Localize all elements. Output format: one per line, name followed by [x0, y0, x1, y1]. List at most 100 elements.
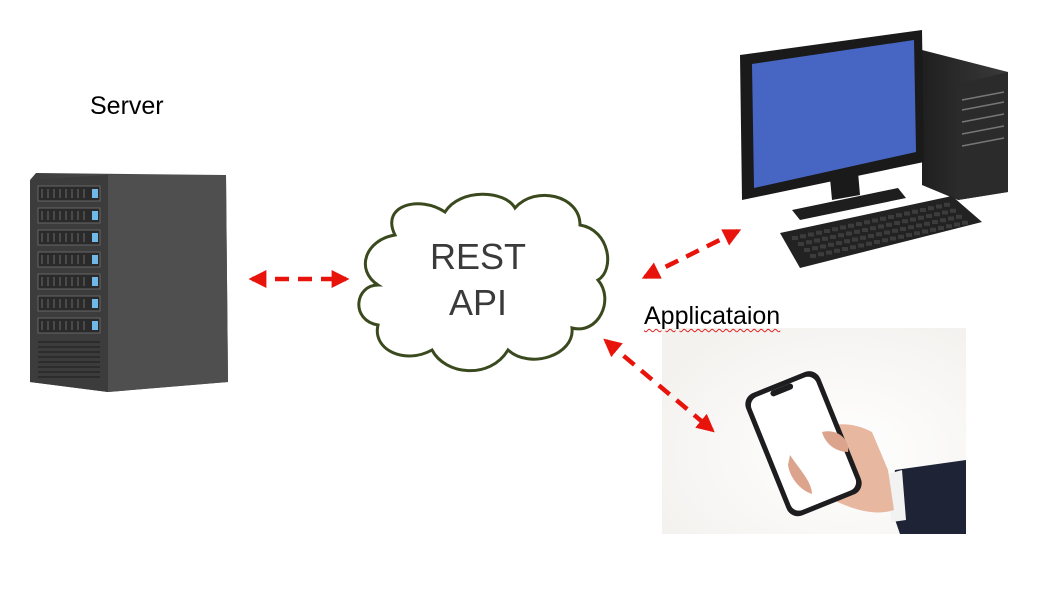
keyboard-key [806, 240, 812, 245]
drive-bay [37, 273, 101, 290]
cloud-icon [357, 192, 610, 373]
keyboard-key [946, 224, 952, 229]
keyboard-key [882, 238, 888, 243]
keyboard-key [914, 231, 920, 236]
keyboard-key [848, 223, 854, 228]
keyboard-key [810, 254, 816, 258]
keyboard-key [844, 239, 850, 244]
keyboard-key [880, 216, 886, 221]
drive-bay [37, 185, 101, 202]
keyboard-key [906, 233, 912, 237]
keyboard-key [892, 228, 898, 233]
keyboard-key [818, 252, 824, 257]
keyboard-key [832, 227, 838, 232]
keyboard-key [908, 225, 914, 230]
keyboard-key [962, 220, 968, 225]
led-indicator [92, 277, 98, 286]
keyboard-key [934, 212, 940, 217]
keyboard-key [948, 216, 954, 221]
keyboard-key [824, 229, 830, 233]
keyboard-key [862, 228, 868, 232]
keyboard-key [936, 204, 942, 209]
arrow-api-desktop [641, 228, 742, 280]
led-indicator [92, 233, 98, 242]
keyboard-key [808, 232, 814, 237]
led-indicator [92, 255, 98, 264]
keyboard-key [922, 229, 928, 234]
keyboard-key [826, 250, 832, 255]
keyboard-key [804, 248, 810, 252]
led-indicator [92, 211, 98, 220]
keyboard-key [932, 220, 938, 224]
led-indicator [92, 321, 98, 330]
keyboard-key [836, 241, 842, 245]
keyboard-key [930, 227, 936, 232]
keyboard-key [816, 230, 822, 235]
keyboard-key [812, 246, 818, 251]
keyboard-key [842, 247, 848, 251]
api-label-line1: REST [429, 236, 526, 277]
led-indicator [92, 299, 98, 308]
keyboard-key [920, 208, 926, 212]
keyboard-key [888, 215, 894, 219]
keyboard-key [834, 248, 840, 253]
keyboard-key [918, 215, 924, 220]
keyboard-key [822, 236, 828, 241]
keyboard-key [828, 242, 834, 247]
keyboard-key [902, 219, 908, 224]
keyboard-key [938, 226, 944, 230]
keyboard-key [900, 227, 906, 231]
keyboard-key [852, 237, 858, 242]
drive-bay [37, 251, 101, 268]
keyboard-key [870, 226, 876, 231]
keyboard-key [840, 225, 846, 230]
keyboard-key [850, 245, 856, 250]
arrow-api-phone [603, 338, 715, 433]
keyboard-key [874, 240, 880, 244]
keyboard-key [894, 221, 900, 225]
keyboard-key [954, 222, 960, 227]
keyboard-key [950, 208, 956, 213]
keyboard-key [854, 229, 860, 234]
smartphone-in-hand-icon [662, 328, 966, 534]
drive-bay [37, 295, 101, 312]
drive-bay [37, 229, 101, 246]
application-label: Applicataion [644, 302, 781, 330]
keyboard-key [910, 217, 916, 222]
keyboard-key [798, 242, 804, 246]
keyboard-key [896, 213, 902, 218]
keyboard-key [814, 238, 820, 243]
keyboard-key [898, 234, 904, 239]
keyboard-key [856, 222, 862, 226]
drive-bay [37, 207, 101, 224]
keyboard-key [912, 209, 918, 214]
keyboard-key [876, 232, 882, 237]
keyboard-key [916, 223, 922, 228]
keyboard-key [944, 202, 950, 207]
keyboard-key [890, 236, 896, 241]
api-label-line2: API [448, 282, 508, 323]
keyboard-key [924, 221, 930, 226]
led-indicator [92, 189, 98, 198]
server-label: Server [90, 92, 164, 120]
keyboard-key [942, 210, 948, 215]
keyboard-key [904, 211, 910, 216]
keyboard-key [830, 235, 836, 239]
keyboard-key [956, 214, 962, 219]
keyboard-key [864, 220, 870, 225]
keyboard-key [928, 206, 934, 211]
keyboard-key [820, 244, 826, 249]
keyboard-key [926, 214, 932, 218]
keyboard-key [792, 236, 798, 240]
keyboard-key [858, 243, 864, 248]
keyboard-key [940, 218, 946, 223]
server-tower-icon [30, 173, 228, 392]
desktop-computer-icon [740, 30, 1008, 268]
keyboard-key [884, 230, 890, 235]
keyboard-key [868, 234, 874, 238]
keyboard-key [846, 231, 852, 236]
keyboard-key [838, 233, 844, 238]
keyboard-key [878, 224, 884, 229]
keyboard-key [800, 234, 806, 239]
